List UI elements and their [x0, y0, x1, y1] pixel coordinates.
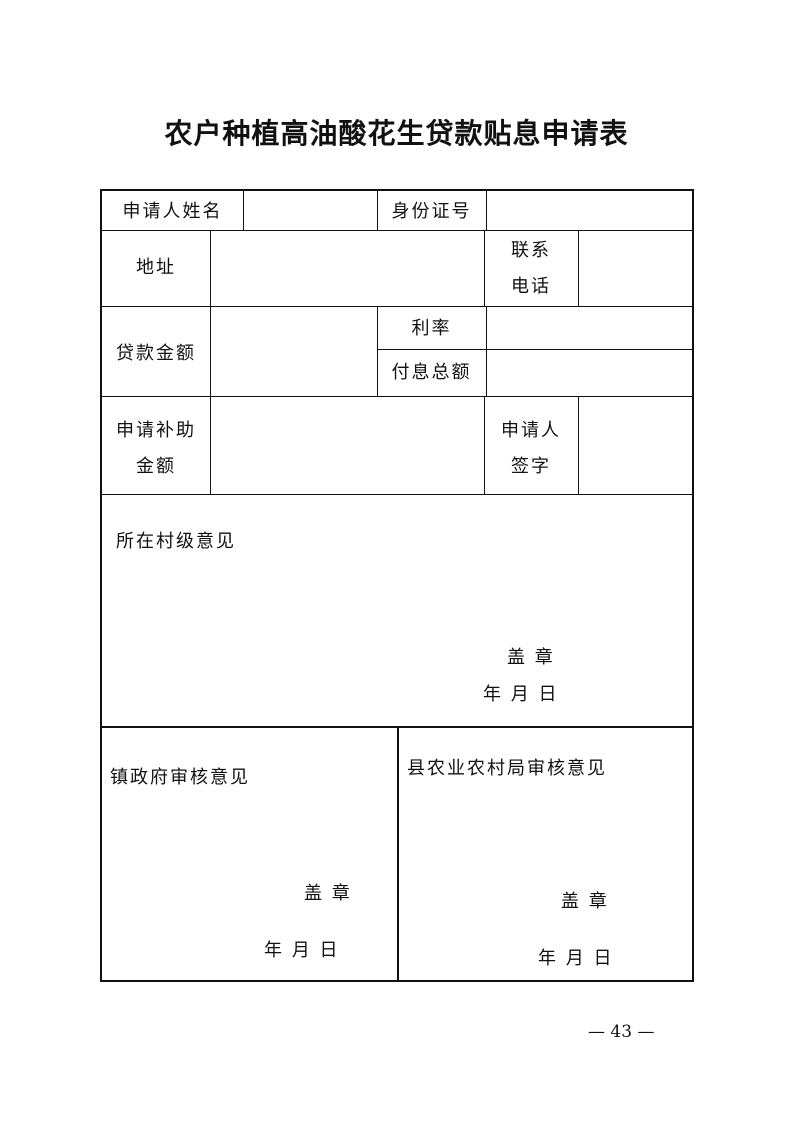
col-divider [377, 306, 378, 396]
subsidy-label-line2: 金额 [136, 456, 176, 477]
town-seal-label: 盖 章 [304, 883, 352, 904]
col-divider [484, 230, 485, 306]
county-opinion-label: 县农业农村局审核意见 [407, 758, 607, 779]
form-title: 农户种植高油酸花生贷款贴息申请表 [164, 117, 629, 150]
page-number: — 43 — [588, 1022, 655, 1042]
loan-amount-label: 贷款金额 [116, 343, 196, 364]
applicant-name-label: 申请人姓名 [122, 201, 223, 222]
subsidy-label-line1: 申请补助 [116, 420, 196, 441]
county-date-label: 年 月 日 [538, 948, 614, 969]
row-divider [377, 349, 692, 350]
town-date-label: 年 月 日 [264, 940, 340, 961]
col-divider [377, 191, 378, 230]
town-opinion-label: 镇政府审核意见 [110, 767, 250, 788]
interest-rate-label: 利率 [411, 318, 452, 339]
col-divider [486, 306, 487, 396]
col-divider [210, 230, 211, 494]
village-seal-label: 盖 章 [507, 647, 555, 668]
col-divider [397, 726, 399, 980]
phone-label-line2: 电话 [511, 276, 551, 297]
col-divider [578, 230, 579, 306]
row-divider [102, 396, 692, 397]
col-divider [243, 191, 244, 230]
col-divider [578, 396, 579, 494]
application-form: 申请人姓名 身份证号 地址 联系 电话 贷款金额 利率 付息总额 申请补助 金额… [100, 189, 694, 982]
signature-label-line2: 签字 [511, 456, 551, 477]
signature-label-line1: 申请人 [501, 420, 561, 441]
county-seal-label: 盖 章 [561, 891, 609, 912]
total-interest-label: 付息总额 [391, 362, 472, 383]
row-divider [102, 306, 692, 307]
village-date-label: 年 月 日 [483, 684, 559, 705]
row-divider [102, 494, 692, 495]
col-divider [486, 191, 487, 230]
village-opinion-label: 所在村级意见 [116, 531, 236, 552]
id-number-label: 身份证号 [391, 201, 472, 222]
col-divider [484, 396, 485, 494]
row-divider [102, 230, 692, 231]
phone-label: 联系 电话 [484, 233, 578, 305]
phone-label-line1: 联系 [511, 240, 551, 261]
applicant-signature-label: 申请人 签字 [484, 413, 578, 485]
address-label: 地址 [136, 257, 176, 278]
subsidy-amount-label: 申请补助 金额 [102, 413, 210, 485]
